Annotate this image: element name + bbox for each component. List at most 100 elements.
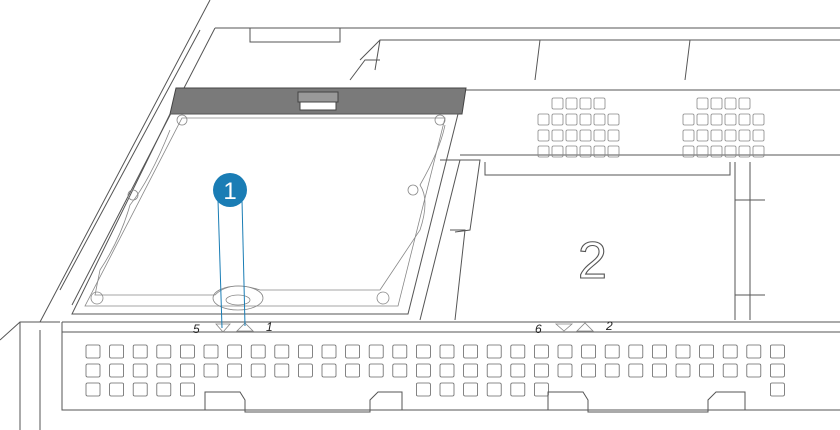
vent-hole	[675, 363, 691, 378]
vent-hole	[710, 113, 723, 126]
vent-hole	[565, 129, 578, 142]
vent-hole	[179, 344, 195, 359]
vent-hole	[179, 382, 195, 397]
vent-hole	[551, 97, 564, 110]
empty-bay-2: 2	[419, 159, 607, 321]
vent-hole	[752, 129, 765, 142]
vent-hole	[710, 129, 723, 142]
vent-hole	[565, 113, 578, 126]
vent-hole	[565, 145, 578, 158]
vent-hole	[579, 113, 592, 126]
vent-hole	[179, 363, 195, 378]
vent-hole	[486, 344, 502, 359]
slot-label-5: 5	[193, 322, 200, 336]
vent-hole	[770, 382, 785, 397]
vent-hole	[415, 344, 431, 359]
vent-hole	[203, 363, 219, 378]
vent-hole	[109, 363, 124, 378]
vent-hole	[85, 344, 101, 359]
vent-hole	[534, 382, 549, 397]
vent-hole	[250, 363, 266, 378]
vent-hole	[746, 344, 762, 359]
fan-vents	[537, 97, 765, 158]
vent-hole	[557, 344, 573, 359]
vent-hole	[486, 363, 502, 378]
vent-hole	[593, 145, 606, 158]
vent-hole	[746, 363, 762, 378]
vent-hole	[682, 113, 695, 126]
vent-hole	[250, 344, 266, 359]
callout-1: 1	[213, 173, 247, 329]
vent-hole	[227, 344, 243, 359]
handle-right[interactable]	[547, 391, 746, 413]
vent-hole	[156, 363, 172, 378]
vent-hole	[297, 344, 313, 359]
vent-hole	[699, 363, 714, 378]
vent-hole	[696, 145, 709, 158]
vent-hole	[415, 363, 431, 378]
vent-hole	[593, 97, 606, 110]
vent-hole	[551, 113, 564, 126]
vent-hole	[345, 344, 361, 359]
vent-hole	[652, 344, 667, 359]
vent-hole	[699, 344, 714, 359]
vent-hole	[604, 344, 620, 359]
vent-hole	[392, 363, 408, 378]
vent-hole	[593, 129, 606, 142]
vent-hole	[439, 344, 455, 359]
vent-hole	[534, 363, 549, 378]
vent-hole	[581, 363, 596, 378]
vent-hole	[724, 145, 737, 158]
vent-hole	[696, 97, 709, 110]
front-panel	[61, 321, 840, 413]
vent-hole	[565, 97, 578, 110]
vent-hole	[415, 382, 431, 397]
vent-hole	[722, 344, 738, 359]
vent-hole	[203, 344, 219, 359]
vent-hole	[85, 363, 101, 378]
vent-hole	[551, 129, 564, 142]
vent-hole	[132, 363, 148, 378]
vent-hole	[463, 344, 479, 359]
vent-hole	[156, 382, 172, 397]
vent-hole	[724, 129, 737, 142]
callout-number: 1	[223, 178, 236, 205]
vent-hole	[274, 363, 290, 378]
vent-hole	[510, 344, 526, 359]
vent-hole	[109, 382, 124, 397]
vent-hole	[628, 344, 644, 359]
vent-hole	[675, 344, 691, 359]
arrow-down-icon	[215, 323, 231, 333]
vent-hole	[710, 97, 723, 110]
vent-hole	[227, 363, 243, 378]
vent-hole	[752, 145, 765, 158]
callout-badge	[213, 173, 247, 207]
vent-hole	[557, 363, 573, 378]
vent-hole	[537, 145, 550, 158]
vent-hole	[392, 344, 408, 359]
hard-disk-drive	[71, 87, 467, 315]
vent-hole	[156, 344, 172, 359]
vent-hole	[297, 363, 313, 378]
vent-hole	[463, 382, 479, 397]
vent-hole	[579, 145, 592, 158]
vent-hole	[628, 363, 644, 378]
vent-hole	[770, 363, 785, 378]
vent-hole	[579, 97, 592, 110]
vent-hole	[368, 363, 384, 378]
vent-hole	[368, 344, 384, 359]
vent-hole	[132, 344, 148, 359]
vent-hole	[486, 382, 502, 397]
vent-hole	[724, 97, 737, 110]
vent-hole	[274, 344, 290, 359]
vent-hole	[770, 344, 785, 359]
handle-left[interactable]	[204, 391, 403, 413]
chassis-left-rail	[0, 0, 216, 430]
vent-hole	[537, 113, 550, 126]
vent-hole	[738, 113, 751, 126]
bay-number-label: 2	[578, 232, 607, 290]
vent-hole	[722, 363, 738, 378]
vent-hole	[132, 382, 148, 397]
vent-hole	[607, 145, 620, 158]
vent-hole	[581, 344, 596, 359]
